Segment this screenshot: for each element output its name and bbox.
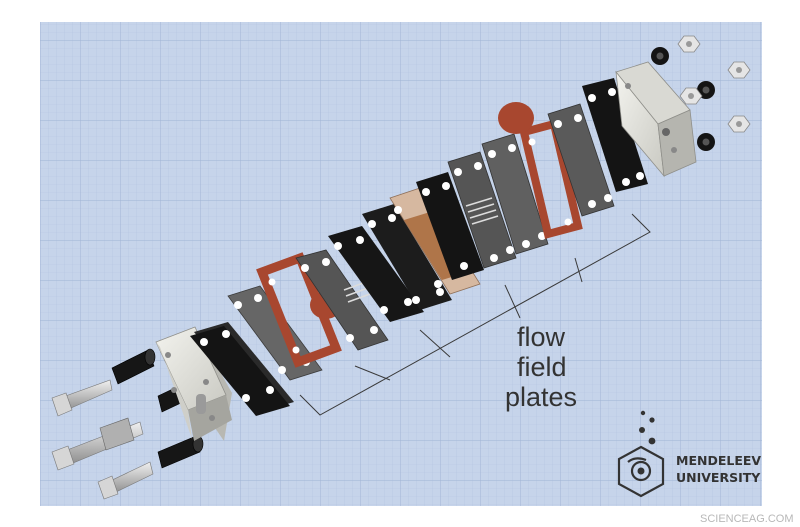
molecule-hexagon-icon [617, 410, 665, 498]
flow-field-plate-5 [547, 103, 615, 217]
bolt-middle [51, 417, 144, 471]
flow-field-plate-3 [447, 151, 517, 269]
flow-field-plate-2 [295, 249, 389, 351]
logo-line-2: UNIVERSITY [676, 470, 761, 485]
callout-label-line-1: flow [517, 322, 566, 352]
copper-gasket-2 [498, 102, 583, 239]
gasket-black-5 [582, 78, 648, 192]
callout-label-line-3: plates [505, 382, 577, 412]
left-end-plate [155, 326, 232, 441]
callout-lines [299, 213, 651, 416]
bolt-bottom [97, 461, 154, 500]
bolt-top [51, 379, 113, 417]
gasket-black-2 [328, 226, 424, 322]
logo-line-1: MENDELEEV [676, 453, 761, 468]
layer-stack [190, 78, 648, 416]
watermark: SCIENCEAG.COM [700, 513, 794, 525]
nuts-and-washers [651, 35, 751, 151]
gasket-black-1 [190, 322, 294, 416]
gasket-black-3 [362, 204, 452, 310]
bolts [51, 379, 154, 500]
callout-label-line-2: field [517, 352, 567, 382]
right-end-plate [615, 61, 697, 178]
gasket-black-4 [416, 172, 484, 280]
